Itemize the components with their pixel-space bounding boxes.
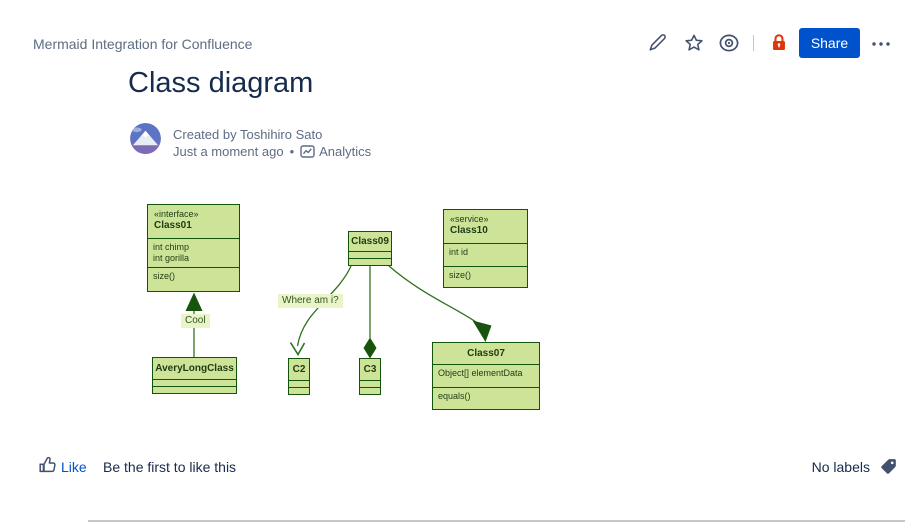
share-button[interactable]: Share: [799, 28, 860, 58]
like-button[interactable]: [37, 455, 58, 481]
toolbar-divider: [753, 35, 754, 51]
class10-name: Class10: [450, 225, 488, 236]
c2-name: C2: [292, 364, 306, 375]
class-node-class01: «interface» Class01 int chimp int gorill…: [147, 204, 240, 292]
page-title: Class diagram: [128, 67, 314, 99]
class-node-averylongclass: AveryLongClass: [152, 357, 237, 394]
labels-section: No labels: [812, 457, 898, 476]
star-icon: [685, 34, 703, 51]
class01-annotation: «interface»: [154, 209, 199, 219]
class10-attr: int id: [449, 247, 469, 257]
byline-meta: Just a moment ago • Analytics: [173, 144, 371, 159]
tag-icon[interactable]: [879, 457, 898, 476]
analytics-link[interactable]: Analytics: [300, 144, 371, 159]
favorite-button[interactable]: [681, 30, 707, 56]
thumbs-up-icon: [39, 456, 56, 473]
c3-name: C3: [363, 364, 377, 375]
like-label[interactable]: Like: [61, 459, 87, 475]
labels-text: No labels: [811, 458, 870, 475]
analytics-label: Analytics: [319, 144, 372, 159]
eye-icon: [719, 34, 739, 52]
class10-method: size(): [449, 270, 471, 280]
class-node-c2: C2: [288, 358, 310, 395]
restrictions-button[interactable]: [766, 30, 792, 56]
class01-name: Class01: [154, 220, 192, 231]
class-node-class10: «service» Class10 int id size(): [443, 209, 528, 288]
breadcrumb[interactable]: Mermaid Integration for Confluence: [33, 36, 253, 52]
bottom-divider: [88, 520, 905, 522]
class09-name: Class09: [351, 236, 389, 247]
class01-attr: int chimp: [153, 242, 190, 252]
class01-method: size(): [153, 271, 175, 281]
edge-label-cool: Cool: [181, 314, 210, 328]
class01-attr: int gorilla: [153, 253, 190, 263]
class07-name: Class07: [467, 348, 505, 359]
edit-button[interactable]: [644, 30, 670, 56]
byline-created-by: Created by Toshihiro Sato: [173, 127, 323, 142]
lock-icon: [773, 34, 785, 50]
byline-separator: •: [289, 144, 295, 159]
class-node-c3: C3: [359, 358, 381, 395]
avatar-image: [130, 123, 161, 154]
averylongclass-name: AveryLongClass: [155, 363, 234, 374]
class10-annotation: «service»: [450, 214, 489, 224]
avatar[interactable]: [130, 123, 161, 154]
analytics-chart-icon: [300, 145, 315, 158]
class-node-class09: Class09: [348, 231, 392, 266]
class-node-class07: Class07 Object[] elementData equals(): [432, 342, 540, 410]
class07-method: equals(): [438, 391, 471, 401]
byline-timestamp: Just a moment ago: [173, 144, 284, 159]
more-button[interactable]: [866, 31, 896, 57]
like-hint: Be the first to like this: [103, 459, 237, 475]
pencil-icon: [649, 34, 666, 51]
class07-attr: Object[] elementData: [438, 368, 523, 378]
edge-label-where-am-i: Where am i?: [278, 294, 343, 308]
ellipsis-icon: [872, 42, 890, 46]
watch-button[interactable]: [716, 30, 742, 56]
